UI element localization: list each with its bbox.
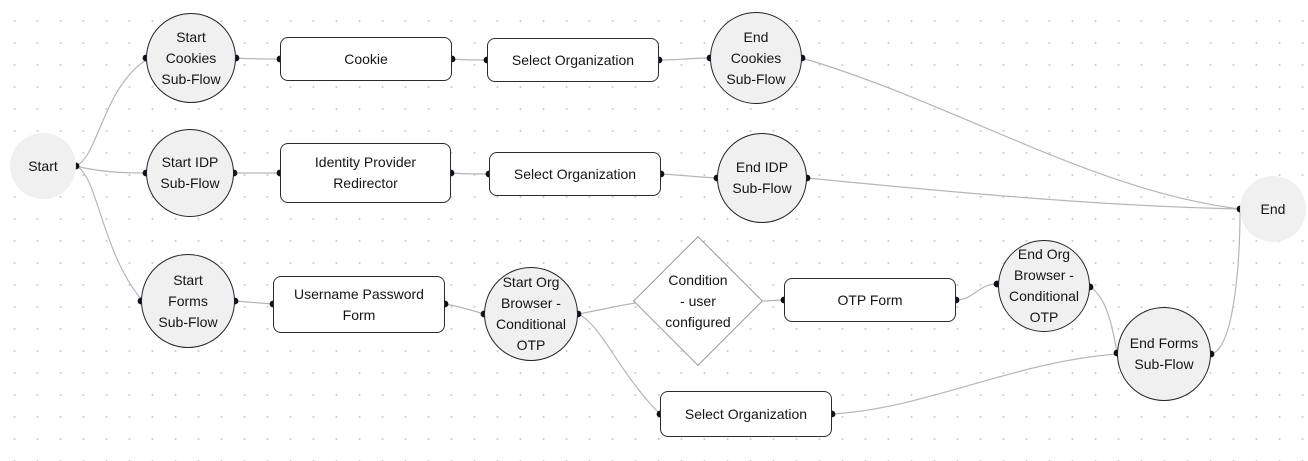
node-start-idp-sub-flow[interactable]: Start IDP Sub-Flow [146, 129, 234, 217]
edge-otp-form-to-end-org-browser [955, 283, 998, 301]
node-label: Start Org Browser - Conditional OTP [495, 274, 567, 353]
node-label: OTP Form [837, 291, 903, 308]
node-label: Start Cookies Sub-Flow [161, 28, 221, 87]
node-condition-user-configured[interactable]: Condition - user configured [632, 235, 764, 367]
edge-select-organization-to-end-cookies [658, 57, 711, 61]
node-identity-provider-redirector[interactable]: Identity Provider Redirector [280, 143, 451, 203]
edge-start-org-browser-to-select-organization [577, 313, 661, 415]
node-start-forms-sub-flow[interactable]: Start Forms Sub-Flow [141, 254, 235, 348]
node-label: End Cookies Sub-Flow [726, 28, 786, 87]
node-label: Select Organization [511, 51, 635, 68]
edge-end-cookies-to-end [801, 57, 1241, 210]
node-label: Condition - user configured [665, 271, 731, 330]
node-label: Select Organization [684, 405, 808, 422]
node-label: End [1260, 200, 1286, 217]
node-label: Select Organization [513, 165, 637, 182]
node-label: Start IDP Sub-Flow [160, 154, 220, 191]
node-label: Cookie [344, 50, 388, 67]
edge-select-organization-to-end-forms [831, 353, 1118, 415]
edge-start-cookies-to-cookie [235, 57, 281, 60]
node-label: Start Forms Sub-Flow [158, 271, 218, 330]
edge-end-idp-to-end [806, 177, 1241, 210]
edge-start-forms-to-username-password-form [234, 300, 274, 305]
node-username-password-form[interactable]: Username Password Form [273, 276, 445, 333]
node-label: End Forms Sub-Flow [1129, 335, 1199, 372]
node-start-org-browser-conditional-otp[interactable]: Start Org Browser - Conditional OTP [484, 267, 578, 361]
node-label: End Org Browser - Conditional OTP [1008, 246, 1080, 325]
node-select-organization-cookies[interactable]: Select Organization [487, 38, 659, 82]
edge-cookie-to-select-organization [451, 58, 488, 61]
edge-end-forms-to-end [1210, 210, 1241, 355]
node-end-org-browser-conditional-otp[interactable]: End Org Browser - Conditional OTP [998, 240, 1090, 332]
node-label: Username Password Form [294, 285, 424, 323]
node-end-forms-sub-flow[interactable]: End Forms Sub-Flow [1117, 307, 1211, 401]
node-end-cookies-sub-flow[interactable]: End Cookies Sub-Flow [710, 12, 802, 104]
node-start-cookies-sub-flow[interactable]: Start Cookies Sub-Flow [146, 13, 236, 103]
edge-username-password-form-to-start-org-browser [444, 303, 485, 315]
node-label: End IDP Sub-Flow [732, 159, 792, 196]
node-cookie[interactable]: Cookie [280, 37, 452, 81]
edge-select-organization-to-end-idp [660, 173, 718, 179]
edge-end-org-browser-to-end-forms [1089, 286, 1118, 354]
node-label: Identity Provider Redirector [314, 154, 417, 191]
node-select-organization-forms[interactable]: Select Organization [660, 391, 832, 437]
node-select-organization-idp[interactable]: Select Organization [489, 152, 661, 196]
edge-identity-provider-redirector-to-select-organization [450, 172, 490, 175]
edge-start-to-start-cookies [75, 59, 147, 167]
node-end[interactable]: End [1240, 176, 1306, 242]
edge-start-to-start-idp [75, 165, 147, 174]
node-label: Start [28, 157, 58, 174]
node-end-idp-sub-flow[interactable]: End IDP Sub-Flow [717, 133, 807, 223]
node-start[interactable]: Start [10, 133, 76, 199]
edge-start-to-start-forms [75, 165, 142, 300]
node-otp-form[interactable]: OTP Form [784, 278, 956, 322]
